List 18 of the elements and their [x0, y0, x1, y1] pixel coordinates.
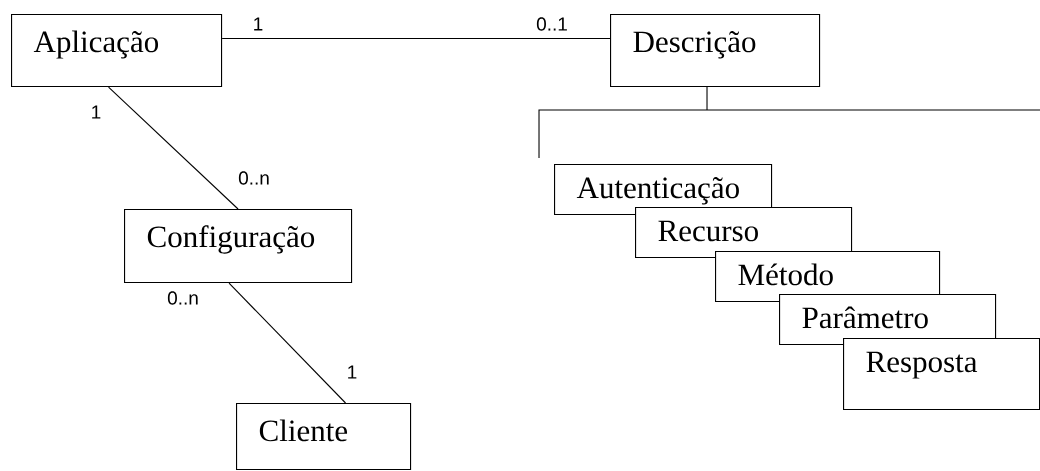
- class-box: Aplicação: [11, 14, 223, 88]
- multiplicity-label: 0..1: [536, 17, 567, 31]
- class-box: Cliente: [236, 403, 412, 471]
- class-box: Configuração: [124, 209, 353, 284]
- class-box: Autenticação: [554, 164, 773, 216]
- class-box: Parâmetro: [779, 294, 997, 346]
- multiplicity-label: 1: [254, 17, 263, 31]
- multiplicity-label: 0..n: [238, 171, 269, 185]
- class-box: Método: [715, 251, 941, 303]
- association-line: [108, 86, 239, 210]
- class-box: Descrição: [610, 14, 821, 88]
- association-line: [228, 282, 347, 404]
- class-box: Recurso: [635, 207, 853, 259]
- association-line: [221, 38, 611, 40]
- node-label: Resposta: [866, 351, 978, 379]
- multiplicity-label: 1: [92, 105, 101, 119]
- multiplicity-label: 1: [348, 365, 357, 379]
- class-box: Resposta: [843, 338, 1040, 411]
